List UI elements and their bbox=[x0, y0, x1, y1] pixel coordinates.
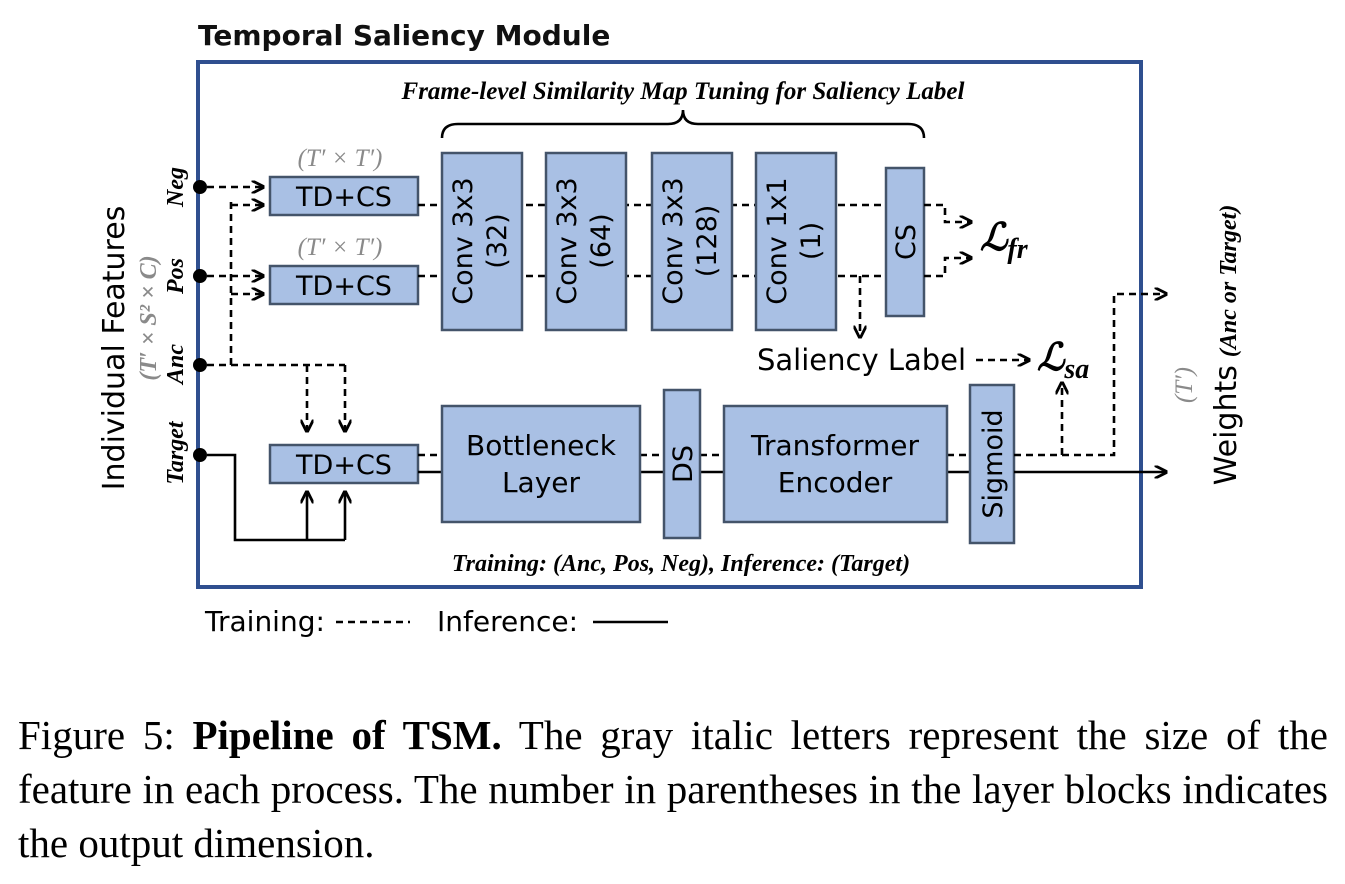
tdcs-block-neg-label: TD+CS bbox=[295, 182, 392, 213]
size-label-neg: (T′ × T′) bbox=[298, 145, 383, 172]
sigmoid-training-output-arrow bbox=[1062, 294, 1165, 457]
brace-label: Frame-level Similarity Map Tuning for Sa… bbox=[401, 78, 965, 105]
conv-block-3-line2: (128) bbox=[692, 205, 723, 278]
caption-prefix: Figure 5: bbox=[18, 712, 193, 758]
module-title: Temporal Saliency Module bbox=[198, 19, 610, 52]
input-target-label: Target bbox=[163, 420, 189, 484]
conv-block-3-line1: Conv 3x3 bbox=[658, 177, 689, 304]
cs-to-lfr-arrow-2 bbox=[924, 258, 970, 278]
bottleneck-line2: Layer bbox=[502, 466, 581, 499]
input-size-label: (T′ × S² × C) bbox=[136, 255, 162, 380]
conv-block-2-line2: (64) bbox=[586, 213, 617, 268]
ds-block bbox=[662, 388, 702, 540]
conv-block-3 bbox=[650, 151, 734, 332]
input-neg-label: Neg bbox=[163, 167, 189, 208]
loss-fr-subscript: fr bbox=[1007, 234, 1028, 265]
conv-block-1-line1: Conv 3x3 bbox=[448, 177, 479, 304]
pos-input-dot bbox=[193, 269, 207, 283]
output-weights-label: Weights (Anc or Target) bbox=[1209, 205, 1244, 486]
neg-input-dot bbox=[193, 180, 207, 194]
conv-block-4 bbox=[754, 151, 838, 332]
sigmoid-to-lsa-arrow bbox=[1014, 384, 1062, 457]
cs-to-lfr-arrow-1 bbox=[924, 203, 970, 222]
size-label-pos: (T′ × T′) bbox=[298, 234, 383, 261]
transformer-line2: Encoder bbox=[778, 466, 893, 499]
caption-rest: The gray italic letters represent the si… bbox=[18, 712, 1329, 866]
tdcs-block-target-label: TD+CS bbox=[295, 450, 392, 481]
loss-fr: ℒfr bbox=[980, 217, 1029, 265]
loss-fr-symbol: ℒ bbox=[980, 217, 1009, 259]
conv-block-4-line2: (1) bbox=[796, 222, 827, 260]
sigmoid-block bbox=[968, 383, 1016, 545]
input-anc-label: Anc bbox=[163, 344, 189, 386]
transformer-encoder-block bbox=[722, 404, 949, 524]
output-weights-word: Weights bbox=[1209, 365, 1244, 485]
saliency-label: Saliency Label bbox=[757, 343, 966, 377]
anc-input-dot bbox=[193, 358, 207, 372]
input-axis-label: Individual Features bbox=[97, 206, 132, 491]
transformer-line1: Transformer bbox=[750, 429, 920, 462]
cs-block bbox=[884, 166, 926, 318]
tdcs-block-pos-label: TD+CS bbox=[295, 271, 392, 302]
caption-bold: Pipeline of TSM. bbox=[192, 712, 502, 758]
legend-training-label: Training: bbox=[204, 605, 325, 638]
target-inference-path bbox=[207, 453, 345, 542]
conv-block-2 bbox=[544, 151, 628, 332]
module-frame bbox=[196, 60, 1143, 589]
bottleneck-line1: Bottleneck bbox=[466, 429, 617, 462]
tdcs-block-neg bbox=[268, 175, 420, 217]
bottleneck-layer-block bbox=[440, 404, 642, 524]
sigmoid-block-label: Sigmoid bbox=[978, 409, 1009, 518]
ds-block-label: DS bbox=[668, 445, 699, 483]
conv-block-4-line1: Conv 1x1 bbox=[762, 177, 793, 304]
conv-block-1-line2: (32) bbox=[482, 213, 513, 268]
target-input-dot bbox=[193, 448, 207, 462]
brace bbox=[440, 109, 926, 139]
legend-inference-label: Inference: bbox=[437, 605, 578, 638]
figure-caption: Figure 5: Pipeline of TSM. The gray ital… bbox=[18, 708, 1328, 870]
tsm-pipeline-diagram: Temporal Saliency Module Frame-level Sim… bbox=[97, 19, 1244, 638]
training-inference-note: Training: (Anc, Pos, Neg), Inference: (T… bbox=[452, 551, 910, 577]
tdcs-block-target bbox=[268, 443, 420, 485]
loss-sa: ℒsa bbox=[1037, 337, 1089, 385]
cs-block-label: CS bbox=[891, 224, 922, 260]
input-pos-label: Pos bbox=[163, 258, 189, 295]
loss-sa-subscript: sa bbox=[1063, 354, 1089, 385]
loss-sa-symbol: ℒ bbox=[1037, 337, 1066, 379]
conv-block-1 bbox=[440, 151, 524, 332]
conv-block-2-line1: Conv 3x3 bbox=[552, 177, 583, 304]
output-qualifier: (Anc or Target) bbox=[1216, 205, 1242, 357]
tdcs-block-pos bbox=[268, 264, 420, 306]
output-size-label: (T′) bbox=[1171, 367, 1198, 403]
